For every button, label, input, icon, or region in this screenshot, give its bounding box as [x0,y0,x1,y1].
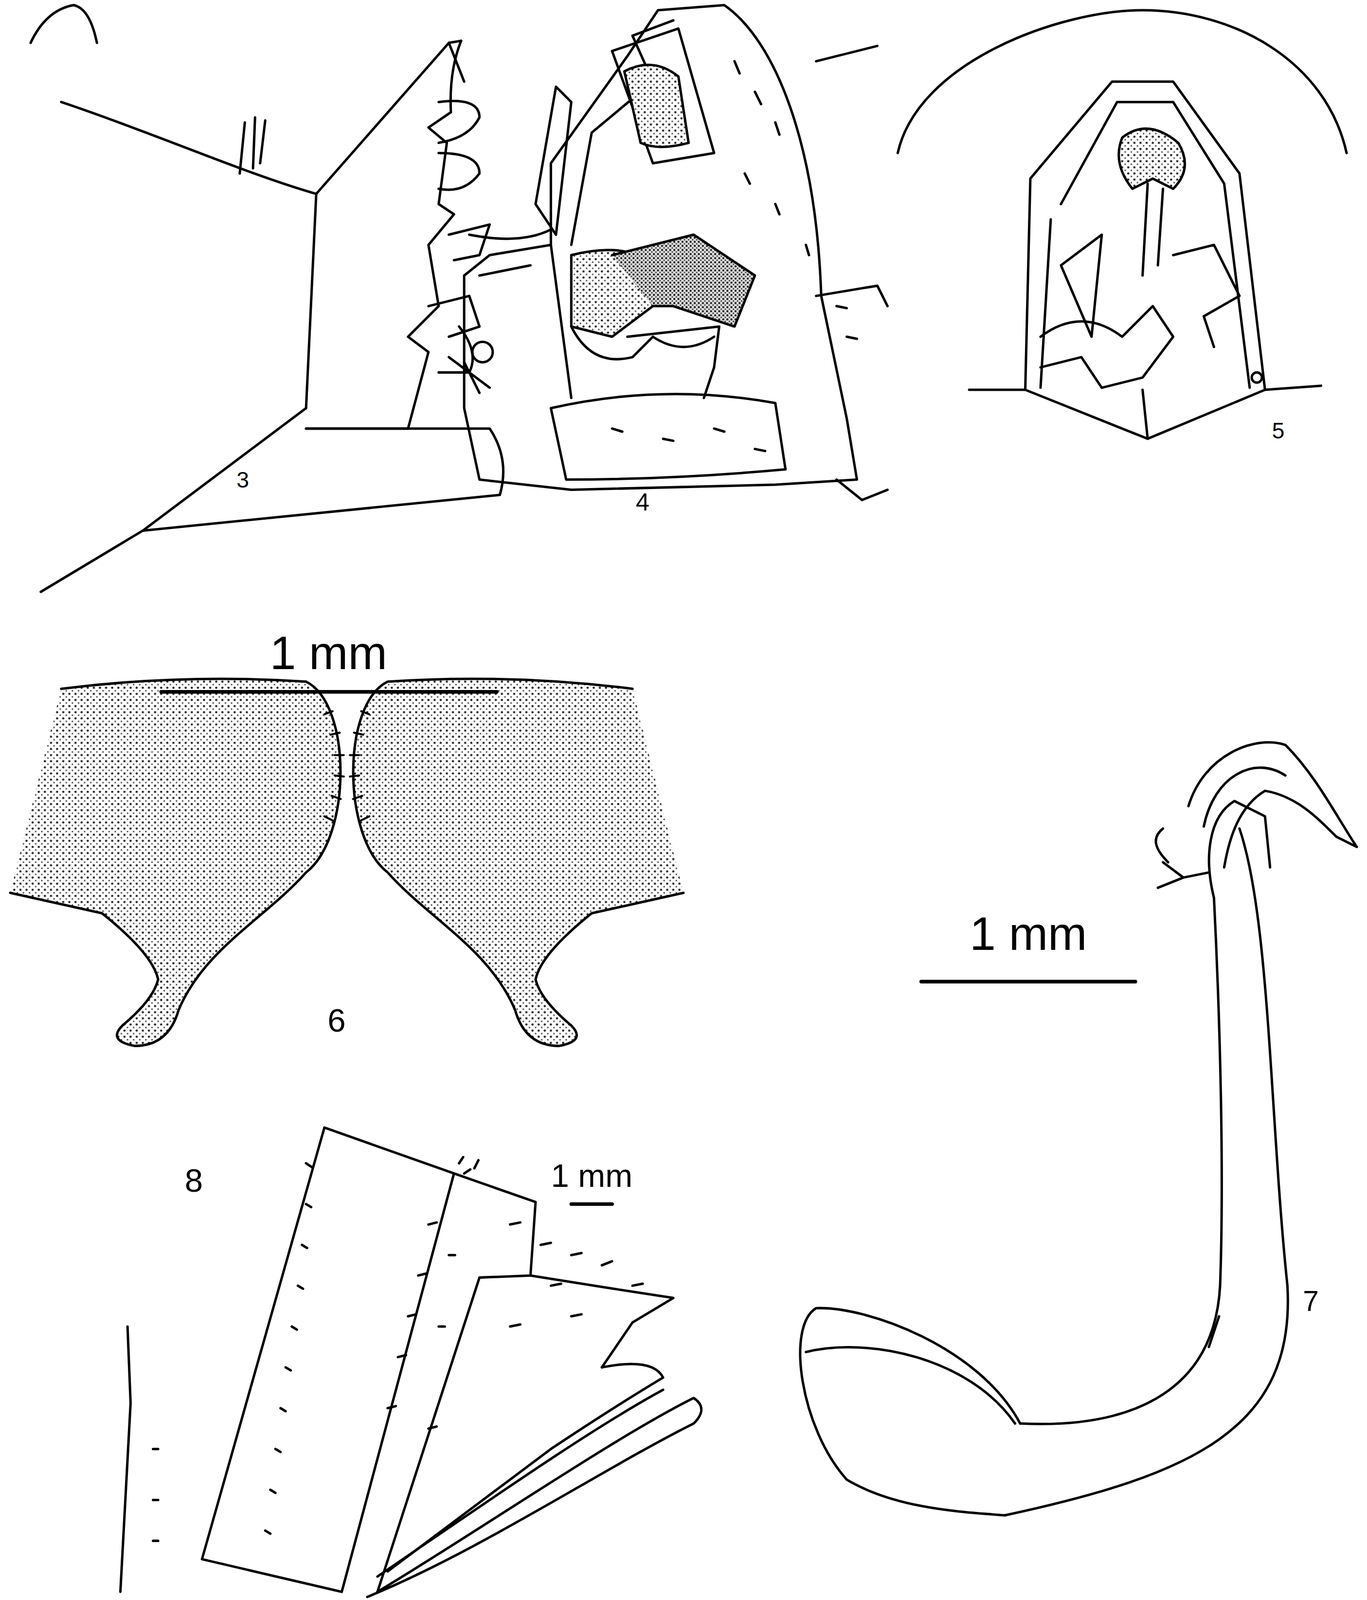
figure-number: 7 [1302,1286,1319,1315]
figure-number: 3 [236,468,250,491]
figure-number: 5 [1272,419,1285,442]
scale-bar [571,1202,612,1206]
figure-5-posterior-view [897,10,1347,439]
scale-label: 1 mm [550,1158,633,1192]
scale-label: 1 mm [969,910,1087,957]
figure-8-ovipositor [120,1127,702,1597]
figure-3-lateral-view [30,4,504,592]
scale-bar [161,689,497,694]
figure-number: 8 [184,1164,203,1197]
scale-label: 1 mm [269,629,388,677]
figure-6-plates [10,678,684,1046]
figure-number: 4 [635,489,650,515]
figure-7-aedeagus [800,742,1357,1515]
figure-number: 6 [327,1003,346,1037]
scale-bar [921,979,1136,984]
figure-4-ventral-view [464,4,888,500]
